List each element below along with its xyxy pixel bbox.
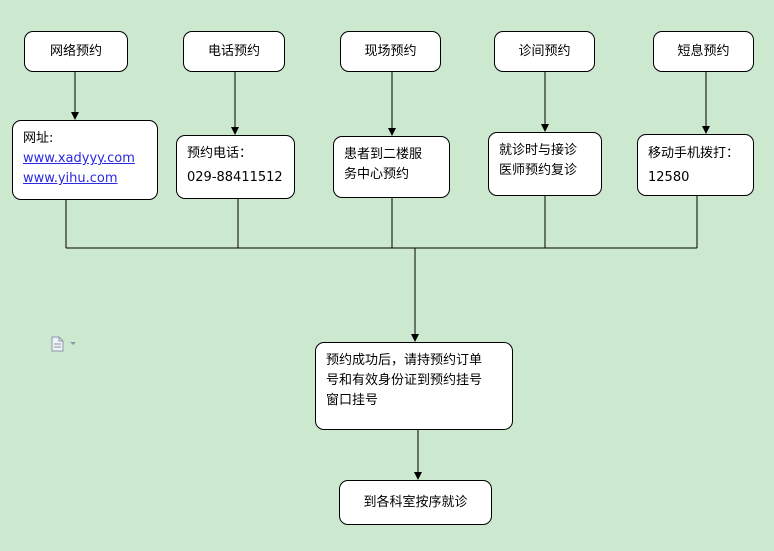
result-instruction-box: 预约成功后，请持预约订单 号和有效身份证到预约挂号 窗口挂号 [315,342,513,430]
result-line-3: 窗口挂号 [326,393,379,408]
sms-line-2: 12580 [648,170,690,185]
detail-web-booking: 网址: www.xadyyy.com www.yihu.com [12,120,158,200]
header-phone-booking: 电话预约 [183,31,285,72]
document-icon[interactable] [50,336,78,352]
web-link-yihu[interactable]: www.yihu.com [23,171,118,186]
header-phone-label: 电话预约 [207,43,260,59]
final-step-box: 到各科室按序就诊 [339,480,492,525]
consult-line-2: 医师预约复诊 [499,163,578,178]
phone-label: 预约电话： [187,146,253,161]
web-link-xadyyy[interactable]: www.xadyyy.com [23,151,135,166]
header-consult-booking: 诊间预约 [494,31,595,72]
header-onsite-label: 现场预约 [364,43,417,59]
result-line-2: 号和有效身份证到预约挂号 [326,373,483,388]
detail-sms-booking: 移动手机拨打： 12580 [637,134,754,196]
header-consult-label: 诊间预约 [518,43,571,59]
header-web-booking: 网络预约 [24,31,128,72]
final-step-label: 到各科室按序就诊 [363,494,468,510]
detail-consult-booking: 就诊时与接诊 医师预约复诊 [488,132,602,196]
detail-onsite-booking: 患者到二楼服 务中心预约 [333,136,450,198]
header-sms-booking: 短息预约 [653,31,754,72]
consult-line-1: 就诊时与接诊 [499,143,578,158]
onsite-line-2: 务中心预约 [344,167,410,182]
web-address-label: 网址: [23,131,54,146]
sms-line-1: 移动手机拨打： [648,146,740,161]
header-sms-label: 短息预约 [677,43,730,59]
header-onsite-booking: 现场预约 [340,31,441,72]
phone-number: 029-88411512 [187,170,283,185]
onsite-line-1: 患者到二楼服 [344,147,423,162]
result-line-1: 预约成功后，请持预约订单 [326,353,483,368]
header-web-label: 网络预约 [49,43,102,59]
detail-phone-booking: 预约电话： 029-88411512 [176,135,295,199]
dropdown-caret-icon [70,342,76,345]
